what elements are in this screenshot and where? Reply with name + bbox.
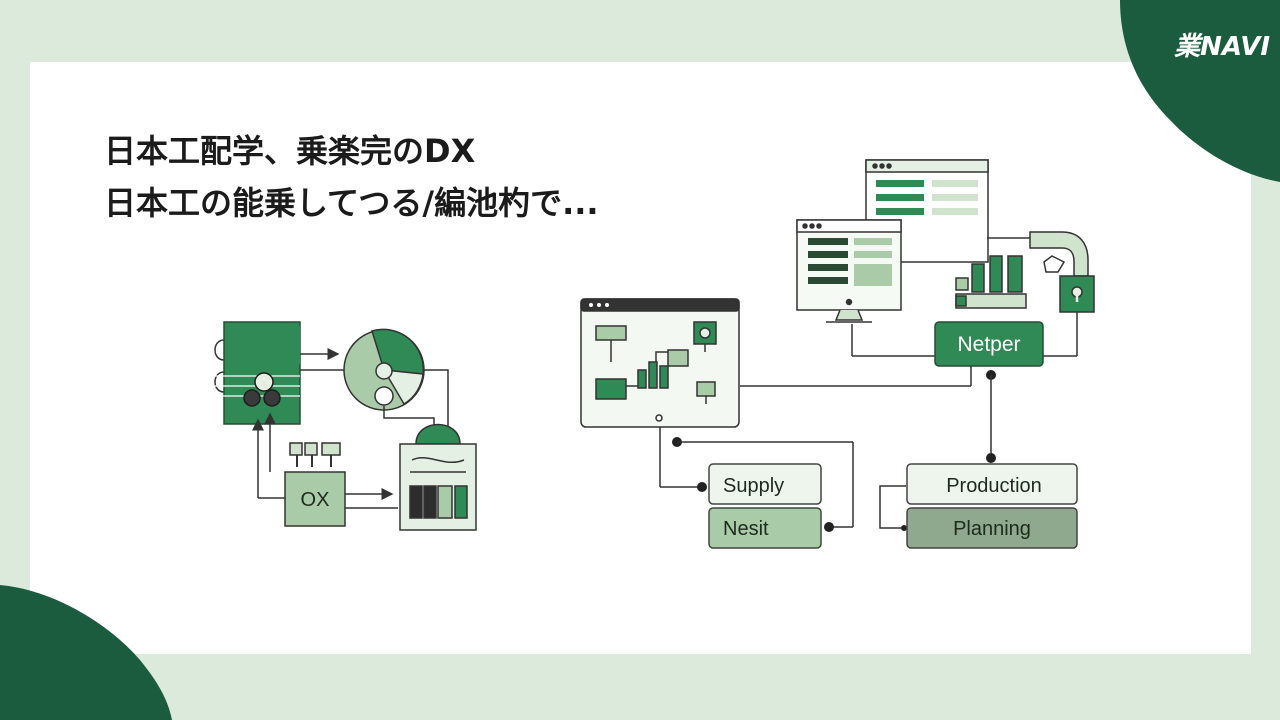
production-box bbox=[906, 463, 1078, 505]
planning-box bbox=[906, 507, 1078, 549]
processing-machine-icon bbox=[399, 423, 477, 531]
document-stack-icon bbox=[212, 321, 301, 425]
supply-label: Supply bbox=[723, 475, 784, 497]
supply-box bbox=[708, 463, 822, 505]
headline-line-1: 日本工配学、乗楽完のDX bbox=[104, 132, 476, 170]
nesit-label: Nesit bbox=[723, 518, 769, 540]
production-label: Production bbox=[946, 475, 1042, 497]
netper-hub bbox=[934, 321, 1044, 367]
left-process-cluster bbox=[212, 321, 477, 531]
ox-controller bbox=[284, 442, 346, 527]
monitor-icon bbox=[796, 219, 902, 323]
netper-label: Netper bbox=[957, 333, 1020, 356]
headline: 日本工配学、乗楽完のDX 日本工の能乗してつる/編池杓で... bbox=[104, 125, 599, 229]
back-browser-window bbox=[865, 159, 989, 263]
pie-gauge-icon bbox=[343, 328, 425, 411]
ox-label: OX bbox=[301, 489, 330, 511]
nesit-box bbox=[708, 507, 822, 549]
right-system-cluster bbox=[580, 159, 1095, 549]
planning-label: Planning bbox=[953, 518, 1031, 540]
lock-pipe-icon bbox=[987, 231, 1095, 313]
dashboard-window bbox=[580, 298, 740, 428]
brand-logo: 業NAVI bbox=[1174, 32, 1270, 62]
bar-chart-icon bbox=[955, 255, 1027, 309]
headline-line-2: 日本工の能乗してつる/編池杓で... bbox=[104, 184, 599, 222]
